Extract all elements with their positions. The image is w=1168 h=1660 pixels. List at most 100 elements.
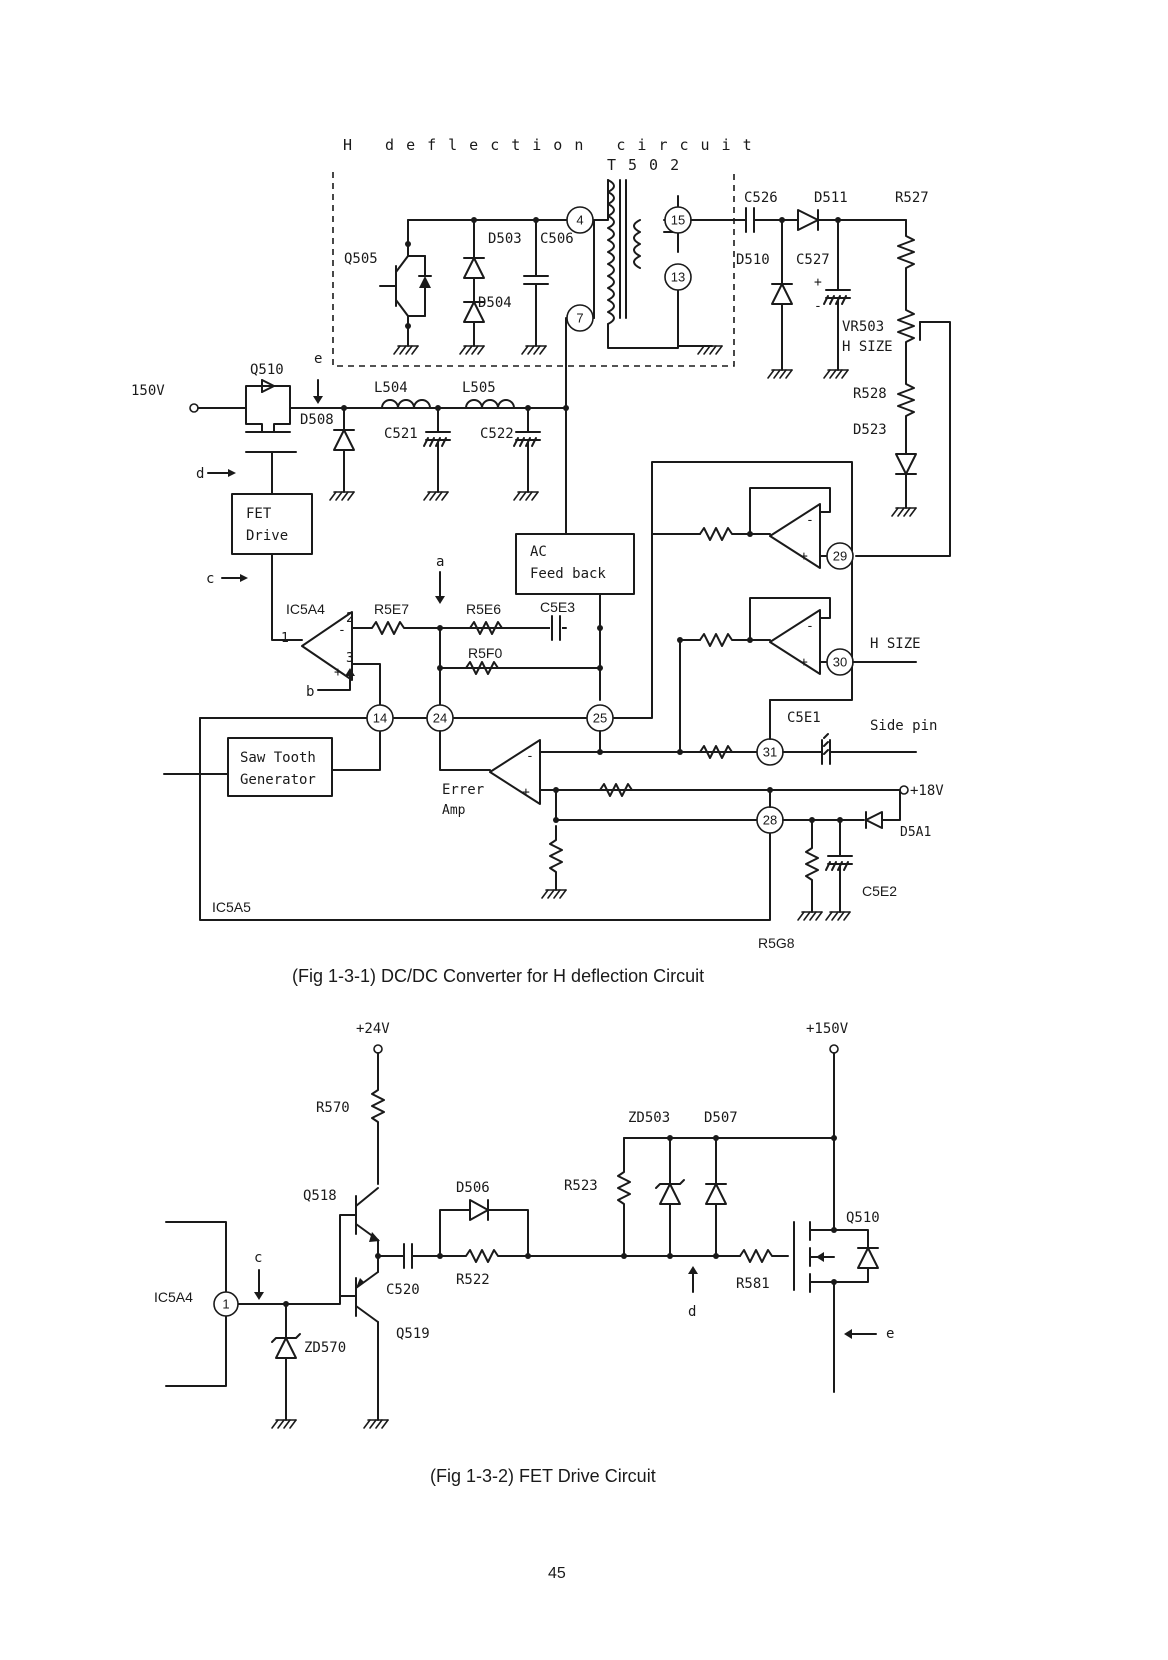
c527-label: C527 xyxy=(796,252,830,268)
d508-label: D508 xyxy=(300,412,334,428)
d523-diode xyxy=(895,443,917,509)
saw-tooth-label-1: Saw Tooth xyxy=(240,750,316,766)
q518-transistor xyxy=(355,1187,380,1242)
c5e2-label: C5E2 xyxy=(862,883,897,899)
h-size-opamp-1: - + xyxy=(769,503,821,569)
d503-label: D503 xyxy=(488,231,522,247)
c-label-fig1: c xyxy=(206,571,214,587)
r5g8-label: R5G8 xyxy=(758,935,795,951)
b-label-fig1: b xyxy=(306,684,314,700)
errer-amp-label-1: Errer xyxy=(442,782,484,798)
zd570-label: ZD570 xyxy=(304,1340,346,1356)
d507-label: D507 xyxy=(704,1110,738,1126)
d-label-fig2: d xyxy=(688,1304,696,1320)
svg-text:13: 13 xyxy=(671,270,685,285)
q510-label: Q510 xyxy=(250,362,284,378)
figure-dc-dc-converter: H deflection circuit T502 xyxy=(131,136,951,986)
v24-label: +24V xyxy=(356,1021,390,1037)
d510-diode xyxy=(771,219,793,371)
svg-text:25: 25 xyxy=(593,711,607,726)
d503-d504-diodes xyxy=(463,217,485,347)
svg-text:28: 28 xyxy=(763,813,777,828)
r570-label: R570 xyxy=(316,1100,350,1116)
d507-diode xyxy=(705,1137,727,1257)
v150-terminal xyxy=(829,1044,839,1054)
svg-text:+: + xyxy=(814,275,822,290)
c526-capacitor xyxy=(690,207,783,233)
d5a1-diode xyxy=(865,789,901,829)
d511-label: D511 xyxy=(814,190,848,206)
svg-text:-: - xyxy=(806,513,814,528)
r581-label: R581 xyxy=(736,1276,770,1292)
op-pin-1: 1 xyxy=(281,631,289,646)
c506-capacitor xyxy=(523,217,549,347)
r5e6-label: R5E6 xyxy=(466,601,501,617)
zd570-zener xyxy=(271,1303,301,1421)
side-pin-label: Side pin xyxy=(870,718,937,734)
c520-capacitor xyxy=(377,1243,441,1269)
plus18v-terminal xyxy=(899,785,909,795)
c522-label: C522 xyxy=(480,426,514,442)
c5e2-capacitor xyxy=(825,819,853,913)
ac-feedback-label-2: Feed back xyxy=(530,566,606,582)
t502-transformer xyxy=(607,179,641,325)
pin-7 xyxy=(566,304,594,332)
saw-tooth-label-2: Generator xyxy=(240,772,316,788)
fet-drive-label-2: Drive xyxy=(246,528,288,544)
svg-text:30: 30 xyxy=(833,655,847,670)
pin-29 xyxy=(826,542,854,570)
ac-feedback-label-1: AC xyxy=(530,544,547,560)
vr503-hsize-label: H SIZE xyxy=(842,339,893,355)
ic5a4-label: IC5A4 xyxy=(286,601,325,617)
v150-label: +150V xyxy=(806,1021,849,1037)
svg-text:+: + xyxy=(800,655,808,670)
d5a1-label: D5A1 xyxy=(900,825,931,840)
d504-label: D504 xyxy=(478,295,512,311)
pin-14 xyxy=(366,704,394,732)
ic5a5-label: IC5A5 xyxy=(212,899,251,915)
input-150v-label: 150V xyxy=(131,383,165,399)
pin-13 xyxy=(664,263,692,291)
d511-diode xyxy=(781,209,907,231)
d-label-fig1: d xyxy=(196,466,204,482)
r527-resistor xyxy=(897,219,915,301)
r5f0-label: R5F0 xyxy=(468,645,502,661)
svg-text:-: - xyxy=(526,749,534,764)
q519-transistor xyxy=(355,1271,379,1421)
svg-text:+: + xyxy=(522,785,530,800)
pin-1-fig2 xyxy=(213,1291,239,1317)
r522-label: R522 xyxy=(456,1272,490,1288)
q518-label: Q518 xyxy=(303,1188,337,1204)
op-pin-3: 3 xyxy=(346,651,354,666)
e-label-fig1: e xyxy=(314,351,322,367)
c527-capacitor: + - xyxy=(814,219,851,371)
q510-label-fig2: Q510 xyxy=(846,1210,880,1226)
svg-text:-: - xyxy=(338,623,346,638)
l505-inductor xyxy=(465,399,515,409)
ic5a4-label-fig2: IC5A4 xyxy=(154,1289,193,1305)
vr503-potentiometer xyxy=(855,299,951,557)
ac-feedback-block xyxy=(515,533,635,595)
figure-fet-drive: +24V +150V R570 Q518 Q519 1 xyxy=(154,1021,894,1486)
svg-text:14: 14 xyxy=(373,711,387,726)
c5e3-label: C5E3 xyxy=(540,599,575,615)
svg-text:1: 1 xyxy=(222,1297,229,1312)
h-size-output-label: H SIZE xyxy=(870,636,921,652)
svg-text:15: 15 xyxy=(671,213,685,228)
r528-resistor xyxy=(897,369,915,445)
ic5a5-box xyxy=(199,461,853,719)
c5e1-capacitor xyxy=(782,733,917,765)
pin7-to-ac-feedback xyxy=(565,317,595,535)
svg-text:24: 24 xyxy=(433,711,447,726)
r5e7-label: R5E7 xyxy=(374,601,409,617)
h-deflection-title: H deflection circuit xyxy=(343,136,764,154)
input-150v-terminal xyxy=(189,403,199,413)
l504-label: L504 xyxy=(374,380,408,396)
l504-inductor xyxy=(381,399,431,409)
svg-text:+: + xyxy=(334,665,342,680)
errer-amp-label-2: Amp xyxy=(442,803,466,818)
svg-text:31: 31 xyxy=(763,745,777,760)
d510-label: D510 xyxy=(736,252,770,268)
op-pin-2: 2 xyxy=(346,611,354,626)
page-number: 45 xyxy=(548,1565,566,1582)
